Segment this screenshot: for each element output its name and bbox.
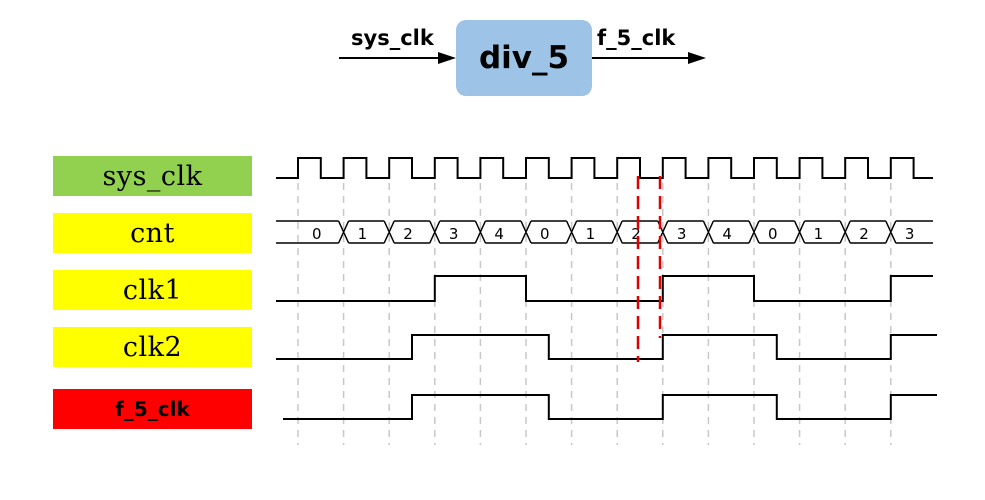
signal-label-f-5-clk: f_5_clk: [53, 389, 252, 429]
signal-label-clk2: clk2: [53, 327, 252, 367]
cnt-bus: [276, 220, 933, 244]
clk2-wave: [276, 334, 937, 360]
clk1-wave: [276, 275, 933, 302]
cnt-value: 2: [631, 225, 641, 243]
sys-clk-wave: [276, 157, 933, 179]
block-output-label: f_5_clk: [597, 26, 676, 50]
cnt-value: 1: [586, 225, 596, 243]
cnt-value: 4: [494, 225, 504, 243]
cnt-value: 4: [722, 225, 732, 243]
cnt-value: 0: [312, 225, 322, 243]
signal-label-cnt: cnt: [53, 213, 252, 253]
cnt-value: 1: [814, 225, 824, 243]
input-arrow-head: [438, 52, 456, 64]
cnt-value: 3: [449, 225, 459, 243]
signal-label-clk1: clk1: [53, 270, 252, 310]
f-5-clk-wave: [283, 394, 937, 420]
signal-label-sys-clk: sys_clk: [53, 156, 252, 196]
cnt-value: 2: [403, 225, 413, 243]
block-input-label: sys_clk: [351, 26, 434, 50]
cnt-value: 0: [768, 225, 778, 243]
div5-block: div_5: [456, 20, 592, 96]
cnt-value: 0: [540, 225, 550, 243]
cnt-value: 1: [358, 225, 368, 243]
output-arrow-head: [688, 52, 706, 64]
cnt-value: 3: [905, 225, 915, 243]
cnt-value: 3: [677, 225, 687, 243]
cnt-value: 2: [859, 225, 869, 243]
